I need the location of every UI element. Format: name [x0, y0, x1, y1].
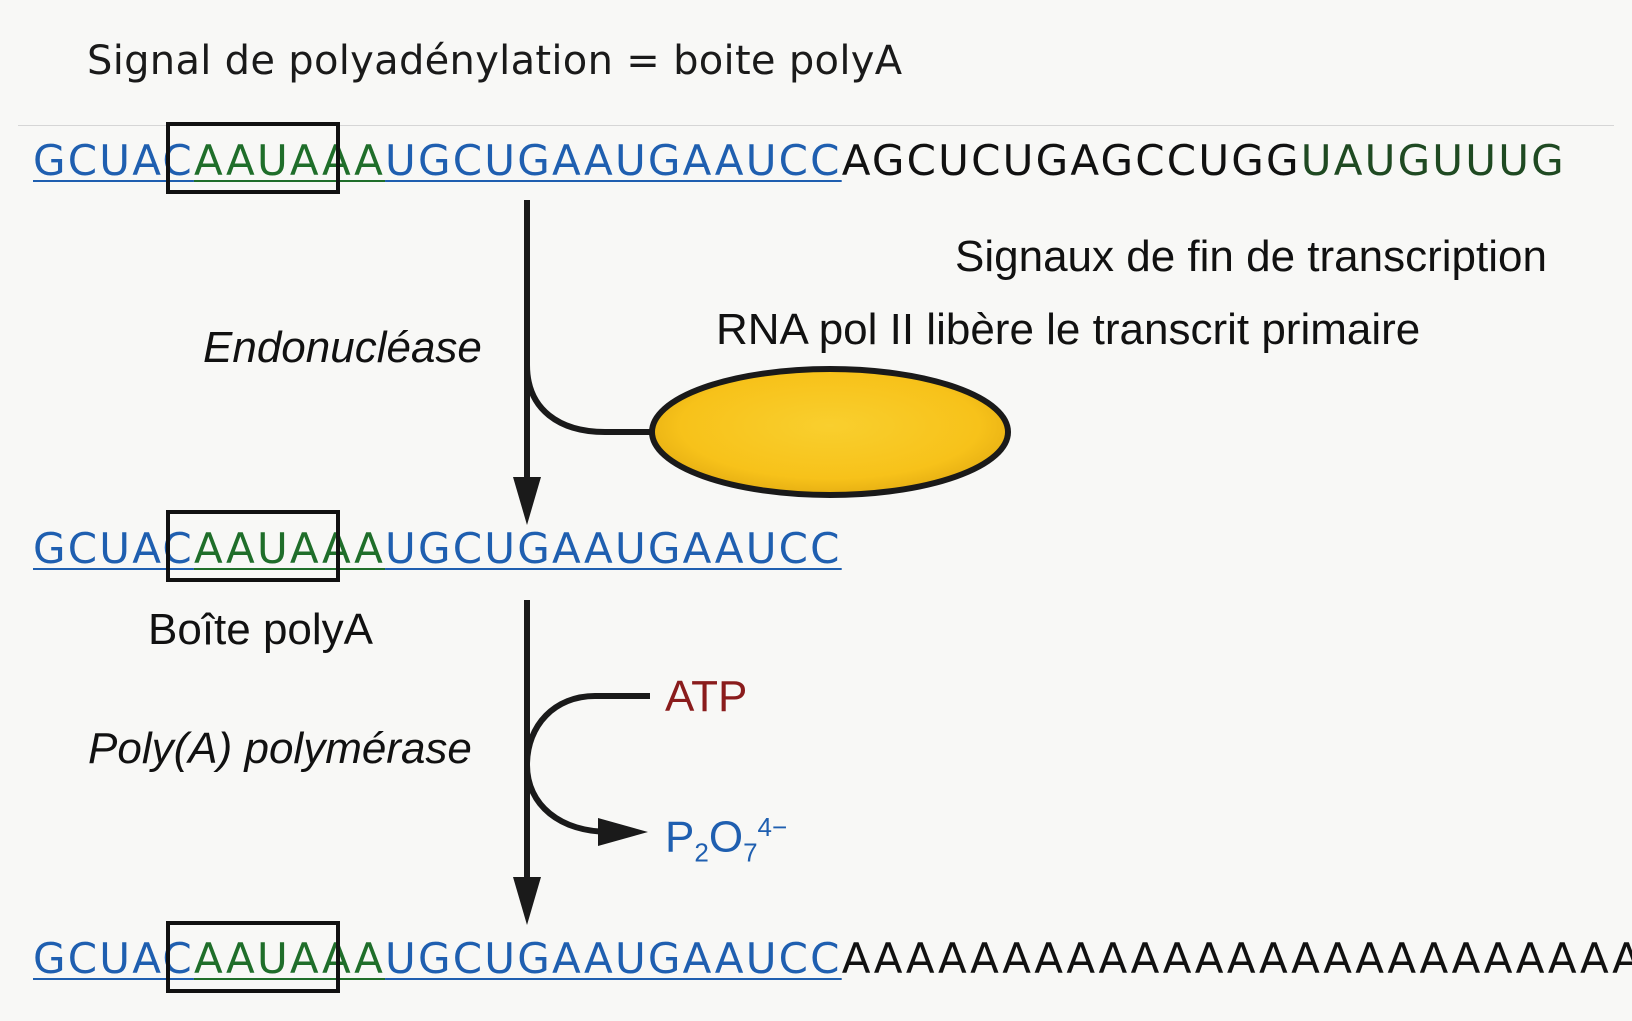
seq-segment: GCUAC [33, 136, 194, 185]
seq-segment: UGCUGAAUGAAUCC [385, 934, 842, 983]
polyA-polymerase-label: Poly(A) polymérase [88, 724, 472, 773]
seq-segment: UGCUGAAUGAAUCC [385, 136, 842, 185]
seq-segment: AGCUCUGAGCCUGG [841, 136, 1301, 185]
seq-segment: UAUGUUUG [1300, 136, 1566, 185]
boite-polyA-label: Boîte polyA [148, 605, 374, 654]
branch-to-enzyme [524, 364, 655, 435]
ppi-sub1: 2 [694, 837, 709, 868]
seq-segment: UGCUGAAUGAAUCC [385, 524, 842, 573]
sequence-top: GCUACAAUAAAUGCUGAAUGAAUCCAGCUCUGAGCCUGGU… [33, 140, 1566, 182]
polyA-signal: AAUAAA [193, 524, 386, 573]
polyA-box [166, 921, 340, 993]
pyrophosphate-label: P2O74− [665, 812, 787, 868]
atp-label: ATP [665, 672, 748, 721]
arrow-head-2 [513, 877, 541, 925]
polyA-signal: AAUAAA [193, 136, 386, 185]
ppi-charge: 4− [757, 812, 788, 842]
polyA-box [166, 510, 340, 582]
polyA-tail: AAAAAAAAAAAAAAAAAAAAAAAAAA [841, 934, 1632, 983]
ppi-arrow-head [598, 818, 648, 846]
ppi-o: O [708, 812, 744, 862]
ppi-sub2: 7 [743, 837, 758, 868]
arrow-head-1 [513, 477, 541, 525]
polyA-signal: AAUAAA [193, 934, 386, 983]
seq-segment: GCUAC [33, 524, 194, 573]
ppi-base: P [665, 812, 695, 862]
divider [18, 125, 1614, 126]
sequence-middle: GCUACAAUAAAUGCUGAAUGAAUCC [33, 528, 842, 570]
rna-pol-label: RNA pol II libère le transcrit primaire [716, 305, 1421, 354]
seq-segment: GCUAC [33, 934, 194, 983]
sequence-bottom: GCUACAAUAAAUGCUGAAUGAAUCCAAAAAAAAAAAAAAA… [33, 938, 1632, 980]
atp-curve [523, 693, 650, 835]
signals-label: Signaux de fin de transcription [955, 232, 1547, 281]
rna-pol-ii-enzyme [649, 366, 1011, 498]
page-title: Signal de polyadénylation = boite polyA [87, 38, 903, 84]
endonuclease-label: Endonucléase [203, 323, 482, 372]
polyA-box [166, 122, 340, 194]
